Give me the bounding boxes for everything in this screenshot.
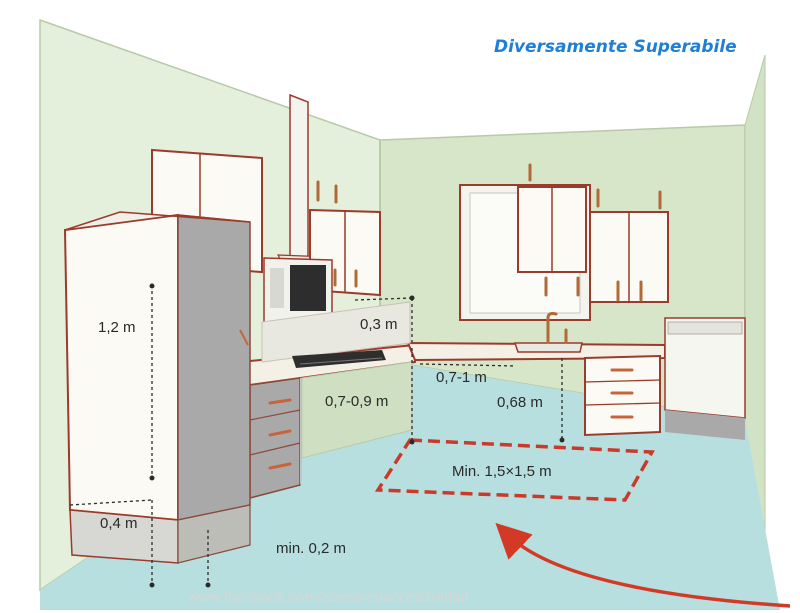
lower-cabinets-left [249,377,302,499]
turning-area-label: Min. 1,5×1,5 m [452,463,552,480]
dishwasher-icon [664,317,746,440]
backsplash [261,301,411,363]
wall-to-counter-label: 0,3 m [360,316,398,333]
refrigerator [63,211,251,564]
counter-height-label: 0,7-0,9 m [325,393,388,410]
brand-title: Diversamente Superabile [494,37,737,57]
sink [513,312,583,353]
toe-clearance-label: min. 0,2 m [276,540,346,557]
watermark-text: www.facebook.com/asesorenaccesibilidad [187,589,469,606]
fridge-top [64,211,251,231]
lower-drawers-right [584,354,661,437]
fridge-front [63,213,179,522]
plinth [69,504,251,564]
turning-arrow-icon [495,522,791,608]
plinth-height-label: 0,4 m [100,515,138,532]
turning-area-outline [374,438,655,502]
dimension-lines [69,285,563,585]
open-knee-space [301,361,413,459]
microwave-icon [263,257,333,323]
sink-knee-height-label: 0,68 m [497,394,543,411]
fridge-height-label: 1,2 m [98,319,136,336]
faucet-icon [546,312,568,344]
sink-width-label: 0,7-1 m [436,369,487,386]
cooktop-icon [292,350,386,368]
fridge-side [177,214,251,521]
